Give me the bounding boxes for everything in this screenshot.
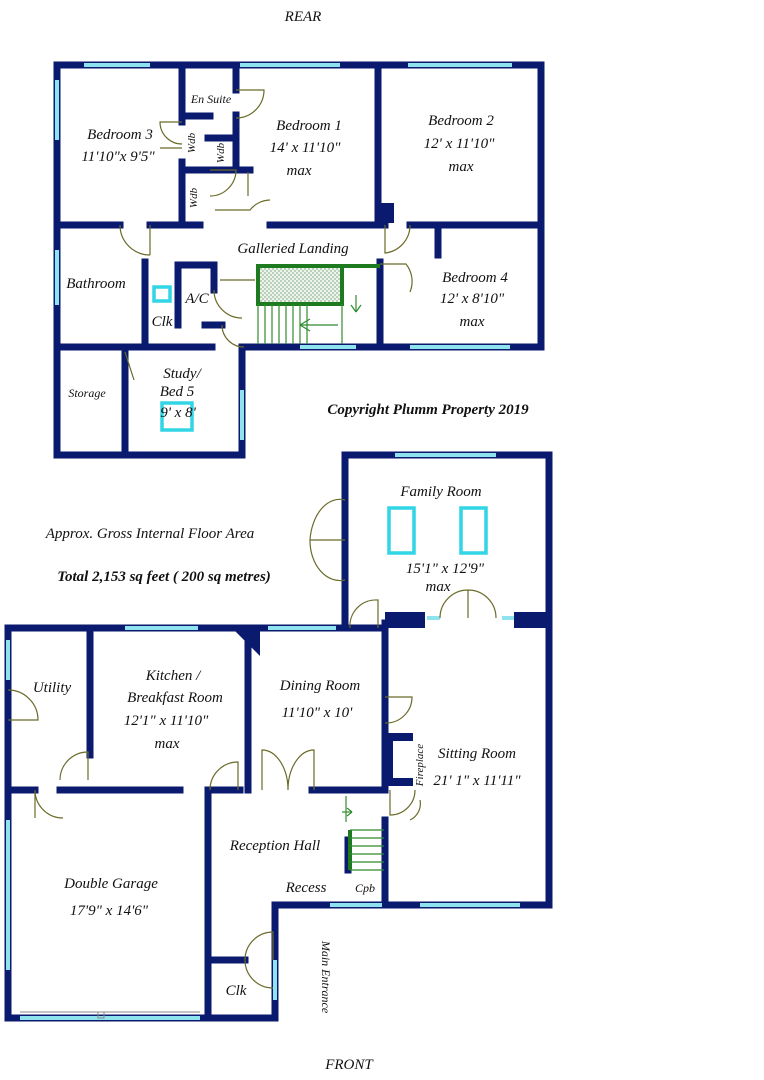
study-dims: 9' x 8' bbox=[160, 405, 196, 421]
bath-rooflight bbox=[152, 285, 172, 303]
lower-windows bbox=[6, 453, 520, 1020]
study-rooflight bbox=[160, 401, 194, 432]
ensuite-name: En Suite bbox=[190, 92, 232, 106]
upper-stairs bbox=[256, 264, 380, 344]
garage-door bbox=[20, 1011, 200, 1019]
reception-name: Reception Hall bbox=[229, 838, 320, 854]
utility-name: Utility bbox=[33, 680, 72, 696]
family-note: max bbox=[426, 579, 451, 595]
bedroom1-dims: 14' x 11'10" bbox=[270, 140, 341, 156]
garage-name: Double Garage bbox=[63, 876, 158, 892]
bedroom4-name: Bedroom 4 bbox=[442, 270, 508, 286]
bedroom3-name: Bedroom 3 bbox=[87, 127, 153, 143]
clk-upper-name: Clk bbox=[152, 314, 173, 330]
family-rooflight-left bbox=[387, 506, 416, 555]
sitting-name: Sitting Room bbox=[438, 746, 516, 762]
kitchen-dims: 12'1" x 11'10" bbox=[124, 713, 209, 729]
bedroom1-note: max bbox=[287, 163, 312, 179]
wdb-label-2: Wdb bbox=[215, 142, 227, 163]
wdb-label-3: Wdb bbox=[188, 187, 200, 208]
bedroom2-name: Bedroom 2 bbox=[428, 113, 494, 129]
clk-lower-name: Clk bbox=[226, 983, 247, 999]
cpb-name: Cpb bbox=[355, 881, 375, 895]
bedroom2-note: max bbox=[449, 159, 474, 175]
kitchen-name-line2: Breakfast Room bbox=[127, 690, 223, 706]
kitchen-name-line1: Kitchen / bbox=[145, 668, 202, 684]
wdb-label-1: Wdb bbox=[186, 132, 198, 153]
area-total: Total 2,153 sq feet ( 200 sq metres) bbox=[57, 569, 271, 585]
family-name: Family Room bbox=[399, 484, 481, 500]
bedroom1-name: Bedroom 1 bbox=[276, 118, 342, 134]
recess-name: Recess bbox=[285, 880, 327, 896]
area-heading: Approx. Gross Internal Floor Area bbox=[45, 526, 254, 542]
lower-doors bbox=[7, 498, 497, 989]
garage-dims: 17'9" x 14'6" bbox=[70, 903, 149, 919]
study-name-line2: Bed 5 bbox=[160, 384, 195, 400]
kitchen-note: max bbox=[155, 736, 180, 752]
storage-name: Storage bbox=[68, 386, 106, 400]
lower-stairs bbox=[342, 796, 384, 871]
family-rooflight-right bbox=[459, 506, 488, 555]
rear-label: REAR bbox=[284, 9, 322, 25]
main-entrance-label: Main Entrance bbox=[319, 940, 333, 1014]
bedroom4-dims: 12' x 8'10" bbox=[440, 291, 505, 307]
copyright-text: Copyright Plumm Property 2019 bbox=[327, 402, 529, 418]
study-name-line1: Study/ bbox=[163, 366, 202, 382]
family-dims: 15'1" x 12'9" bbox=[406, 561, 485, 577]
upper-floor-walls bbox=[53, 61, 545, 459]
landing-name: Galleried Landing bbox=[237, 241, 349, 257]
dining-dims: 11'10" x 10' bbox=[282, 705, 354, 721]
upper-windows bbox=[55, 63, 512, 440]
fireplace-label: Fireplace bbox=[414, 744, 426, 787]
bathroom-name: Bathroom bbox=[66, 276, 126, 292]
dining-name: Dining Room bbox=[279, 678, 361, 694]
front-label: FRONT bbox=[324, 1057, 374, 1073]
bedroom3-dims: 11'10"x 9'5" bbox=[81, 149, 155, 165]
ac-name: A/C bbox=[184, 291, 209, 307]
bedroom2-dims: 12' x 11'10" bbox=[424, 136, 495, 152]
sitting-dims: 21' 1" x 11'11" bbox=[433, 773, 521, 789]
upper-doors bbox=[119, 89, 413, 381]
bedroom4-note: max bbox=[460, 314, 485, 330]
